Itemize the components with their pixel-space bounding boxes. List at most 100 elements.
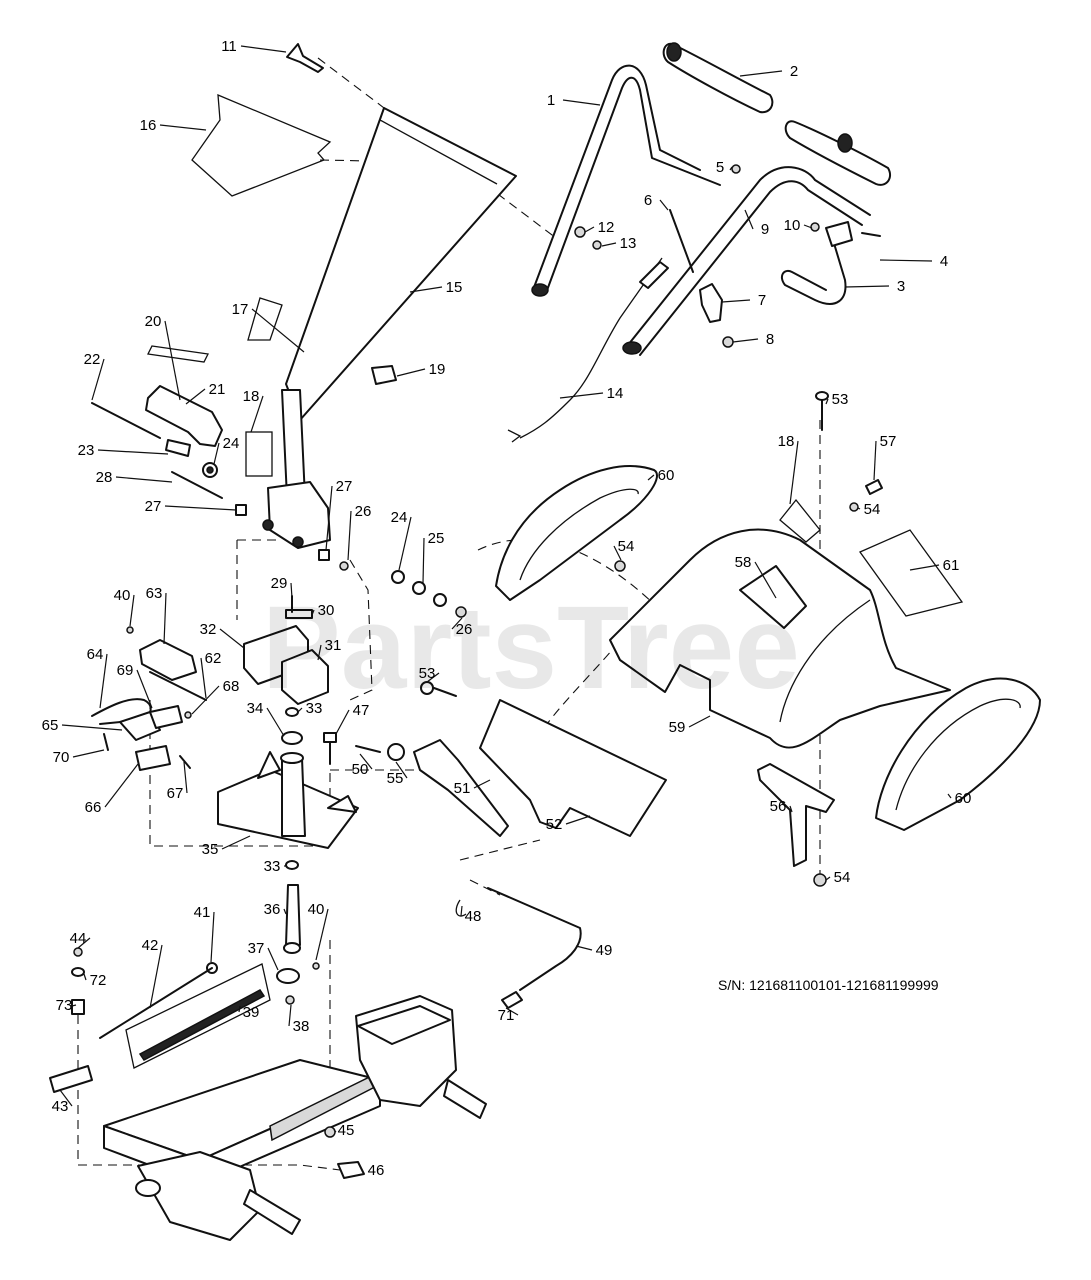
callout-label-16: 16 (140, 117, 157, 134)
serial-number: S/N: 121681100101-121681199999 (718, 977, 939, 993)
callout-label-32: 32 (200, 621, 217, 638)
fender-handle-left-inner (519, 488, 639, 581)
callout-label-38: 38 (293, 1018, 310, 1035)
gearbox-cover (357, 1005, 451, 1045)
bracket-56 (757, 763, 835, 867)
callout-leader-27 (164, 505, 237, 511)
callout-label-49: 49 (596, 942, 613, 959)
callout-leader-64 (99, 653, 108, 709)
callout-label-62: 62 (205, 650, 222, 667)
nut-54-b (813, 873, 827, 887)
bracket-63 (139, 639, 197, 681)
callout-label-42: 42 (142, 937, 159, 954)
callout-label-61: 61 (943, 557, 960, 574)
callout-leader-36 (283, 908, 287, 915)
callout-leader-27 (325, 485, 333, 551)
callout-label-72: 72 (90, 972, 107, 989)
axle-right (443, 1079, 487, 1119)
callout-label-56: 56 (770, 798, 787, 815)
callout-label-27: 27 (336, 478, 353, 495)
callout-label-5: 5 (716, 159, 724, 176)
callout-leader-52 (565, 815, 591, 825)
callout-label-71: 71 (498, 1007, 515, 1024)
handle-bar-inner (545, 76, 721, 294)
callout-leader-3 (844, 285, 890, 288)
decal-20 (147, 345, 209, 363)
nut-45 (324, 1126, 336, 1138)
latch-69 (149, 705, 183, 729)
callout-label-41: 41 (194, 904, 211, 921)
callout-leader-48 (460, 905, 463, 917)
callout-label-35: 35 (202, 841, 219, 858)
callout-label-33: 33 (264, 858, 281, 875)
callout-label-47: 47 (353, 702, 370, 719)
callout-label-25: 25 (428, 530, 445, 547)
nut-26 (339, 561, 349, 571)
clip-48 (455, 899, 467, 917)
rod-62 (149, 671, 207, 701)
handle-bar-right-inner (639, 180, 863, 356)
fender-bracket-58 (739, 565, 807, 629)
callout-leader-6 (659, 199, 669, 211)
callout-leader-15 (409, 286, 443, 293)
nut-54-a (614, 560, 626, 572)
callout-leader-37 (267, 947, 279, 971)
callout-leader-49 (575, 945, 593, 951)
bracket-66 (135, 745, 171, 771)
nut-54-c (849, 502, 859, 512)
callout-label-36: 36 (264, 901, 281, 918)
callout-label-54: 54 (834, 869, 851, 886)
pin-36 (285, 884, 301, 946)
pivot-hole-left (262, 519, 274, 531)
callout-leader-31 (317, 644, 322, 661)
callout-label-39: 39 (243, 1004, 260, 1021)
bolt-28 (171, 471, 223, 499)
callout-label-21: 21 (209, 381, 226, 398)
pin-70 (103, 733, 109, 751)
plate-ear-right (327, 795, 357, 813)
pin-68 (184, 711, 192, 719)
callout-leader-70 (72, 749, 105, 758)
callout-label-33: 33 (306, 700, 323, 717)
rod-42 (99, 967, 213, 1039)
lock-arm (145, 385, 223, 447)
washer-72 (71, 967, 85, 977)
callout-leader-19 (396, 368, 426, 377)
decal-16 (191, 93, 332, 197)
callout-label-1: 1 (547, 92, 555, 109)
callout-label-57: 57 (880, 433, 897, 450)
grip-71 (501, 991, 523, 1009)
bolt-50 (355, 745, 381, 753)
callout-label-30: 30 (318, 602, 335, 619)
callout-label-2: 2 (790, 63, 798, 80)
callout-leader-65 (61, 724, 123, 731)
callout-label-55: 55 (387, 770, 404, 787)
pin-23 (165, 439, 191, 457)
fender-handle-right-inner (895, 698, 1021, 811)
callout-leader-25 (422, 537, 425, 584)
callout-label-43: 43 (52, 1098, 69, 1115)
callout-label-37: 37 (248, 940, 265, 957)
callout-leader-26 (451, 617, 463, 630)
nut-26-right (455, 606, 467, 618)
callout-leader-34 (266, 707, 285, 737)
nut-5 (731, 164, 741, 174)
callout-label-48: 48 (465, 908, 482, 925)
callout-leader-73 (71, 1004, 77, 1007)
callout-leader-9 (744, 209, 754, 230)
callout-label-70: 70 (53, 749, 70, 766)
callout-label-69: 69 (117, 662, 134, 679)
callout-leader-50 (359, 753, 373, 770)
callout-leader-22 (91, 358, 105, 401)
nut-10 (810, 222, 820, 232)
callout-leader-53 (426, 672, 440, 683)
clip-46 (337, 1161, 365, 1179)
callout-label-6: 6 (644, 192, 652, 209)
callout-label-66: 66 (85, 799, 102, 816)
callout-label-34: 34 (247, 700, 264, 717)
grip-left (662, 42, 774, 114)
callout-leader-28 (115, 476, 173, 483)
callout-leader-58 (754, 561, 777, 599)
callout-label-60: 60 (658, 467, 675, 484)
